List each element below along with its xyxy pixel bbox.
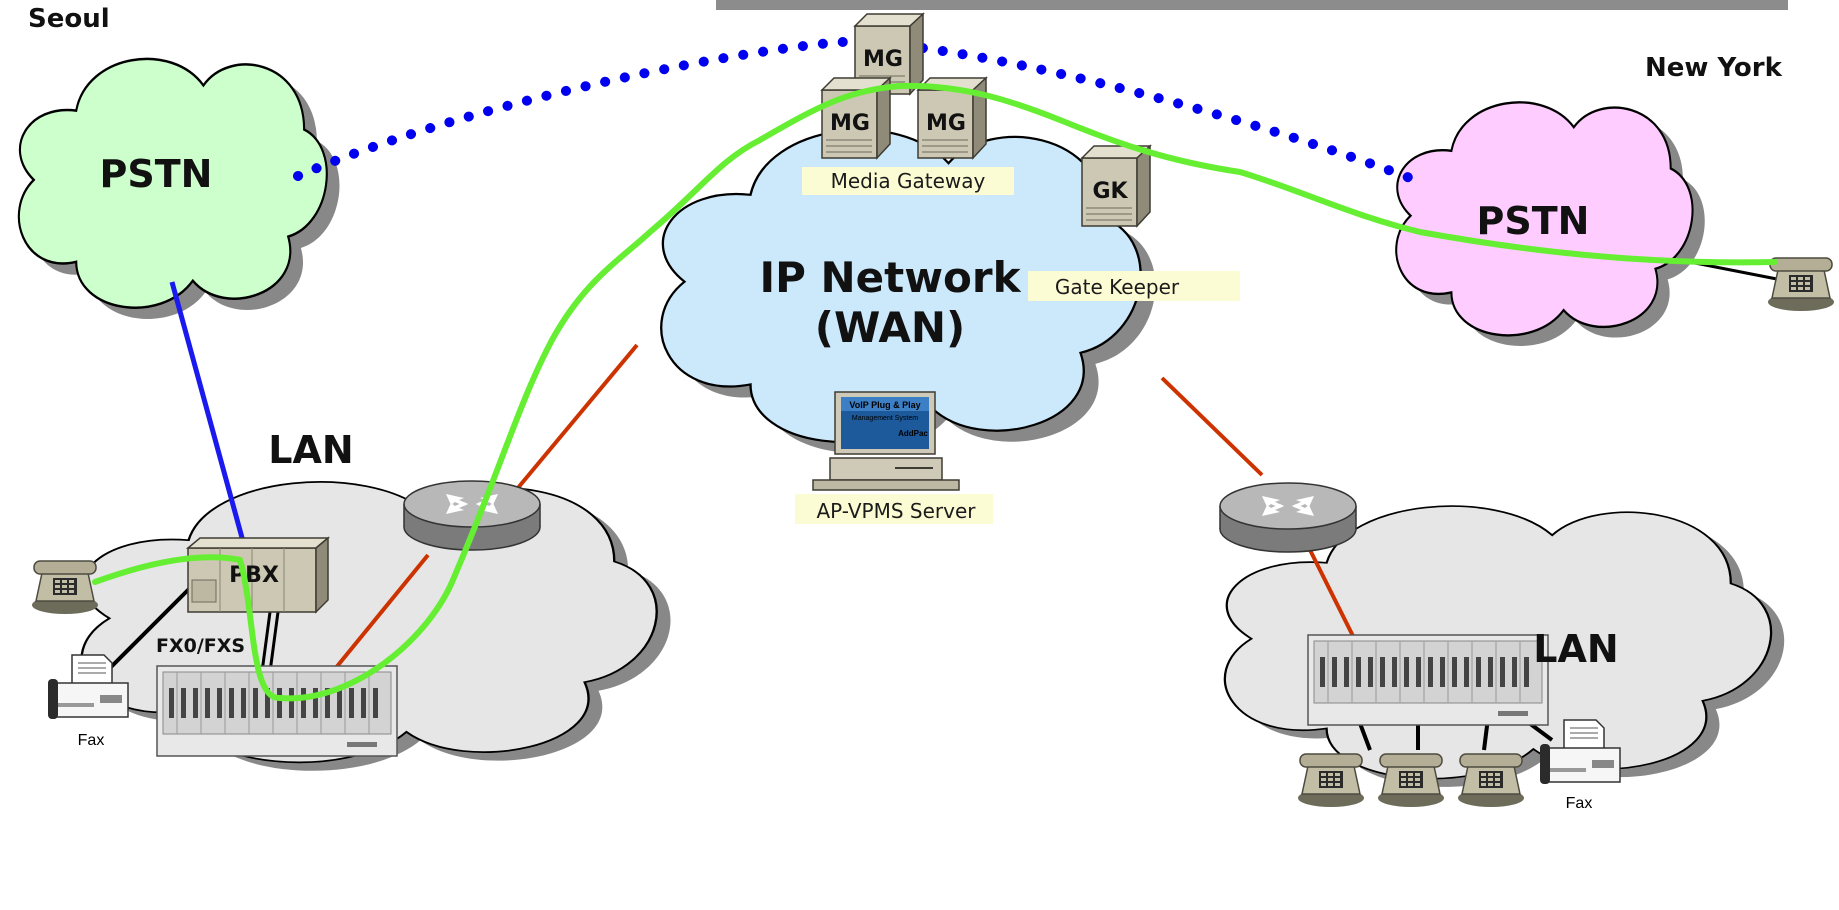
server-screen-title: VoIP Plug & Play: [849, 400, 920, 410]
location-newyork: New York: [1645, 53, 1783, 83]
vpms-server-pc[interactable]: VoIP Plug & Play Management System AddPa…: [812, 391, 960, 491]
phone-lan-right-2[interactable]: [1377, 753, 1445, 808]
mg-label: MG: [863, 47, 903, 72]
callout-bg-vpms-server: [795, 494, 993, 524]
server-screen-subtitle: Management System: [852, 415, 918, 422]
pbx-gateway-link: [260, 611, 272, 673]
phone-lan-right-3[interactable]: [1457, 753, 1525, 808]
top-bar: [716, 0, 1788, 10]
callout-bg-gate-keeper: [1028, 271, 1240, 301]
fxo-fxs-label: FX0/FXS: [156, 635, 245, 657]
phone-newyork[interactable]: [1767, 257, 1835, 312]
location-seoul: Seoul: [28, 4, 110, 34]
phone-lan-right-1[interactable]: [1297, 753, 1365, 808]
fax-label-bg-right: [1558, 790, 1600, 812]
pstn-label-seoul: PSTN: [100, 152, 213, 196]
pstn-pbx-link: [169, 281, 247, 546]
media-gateway-left[interactable]: MG: [821, 77, 891, 159]
gatekeeper-server[interactable]: GK: [1081, 145, 1151, 227]
callout-vpms-server: AP-VPMS Server: [817, 499, 977, 523]
fax-label-bg-left: [70, 728, 112, 750]
router-right[interactable]: [1219, 482, 1357, 553]
fax-label-seoul: Fax: [78, 732, 105, 749]
wan-router-link-right: [1160, 376, 1264, 477]
router-gateway-link-left: [328, 553, 430, 677]
wan-label-line1: IP Network: [759, 253, 1021, 302]
media-gateway-top[interactable]: MG: [854, 13, 924, 95]
pbx-gateway-link-2: [268, 611, 280, 673]
callout-bg-media-gateway: [802, 167, 1014, 195]
fax-pbx-link: [108, 586, 192, 670]
pbx-switch[interactable]: PBX: [185, 536, 331, 614]
fax-label-newyork: Fax: [1566, 795, 1593, 812]
server-screen-brand: AddPac: [898, 429, 928, 438]
phone-seoul[interactable]: [31, 560, 99, 615]
wan-label-line2: (WAN): [815, 303, 966, 352]
pstn-label-newyork: PSTN: [1477, 199, 1590, 243]
call-path: [92, 82, 1778, 702]
mg-label: MG: [830, 111, 870, 136]
voip-gateway-right[interactable]: [1307, 634, 1549, 726]
router-gateway-link-right: [1303, 539, 1357, 641]
lan-label-right: LAN: [1533, 627, 1618, 671]
media-gateway-right[interactable]: MG: [917, 77, 987, 159]
pstn-phone-link-ny: [1689, 260, 1783, 282]
callout-media-gateway: Media Gateway: [831, 169, 986, 193]
gk-label: GK: [1092, 179, 1128, 204]
lan-label-left: LAN: [268, 428, 353, 472]
dotted-trunk-link: [293, 36, 1415, 183]
pbx-label: PBX: [229, 563, 279, 588]
wan-router-link-left: [510, 343, 639, 497]
callout-gate-keeper: Gate Keeper: [1055, 275, 1180, 299]
mg-label: MG: [926, 111, 966, 136]
